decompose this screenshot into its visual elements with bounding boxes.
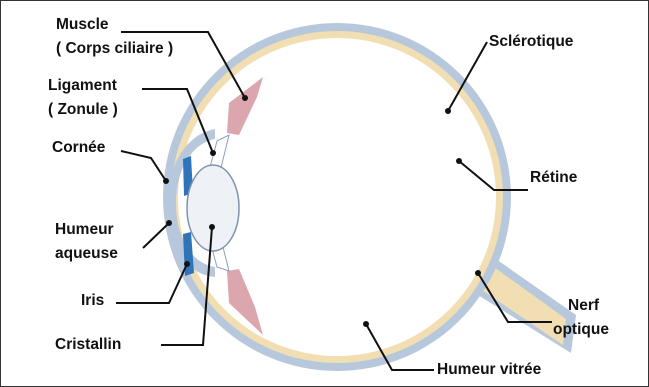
dot-optic-nerve	[475, 270, 481, 276]
label-iris: Iris	[81, 292, 104, 309]
label-retina: Rétine	[530, 169, 578, 186]
dot-cornea	[163, 178, 169, 184]
label-vitreous: Humeur vitrée	[437, 361, 542, 378]
dot-retina	[456, 158, 462, 164]
dot-lens	[209, 224, 215, 230]
label-ligament-line1: Ligament	[48, 77, 117, 94]
label-muscle-line2: ( Corps ciliaire )	[56, 40, 173, 57]
leader-cornea	[121, 151, 166, 181]
label-aqueous-line2: aqueuse	[55, 245, 118, 262]
dot-ligament	[210, 150, 216, 156]
dot-muscle	[242, 95, 248, 101]
label-cornea: Cornée	[52, 139, 106, 156]
label-optic-nerve-line2: optique	[553, 321, 609, 338]
lens	[187, 165, 239, 251]
leader-aqueous	[143, 223, 169, 248]
dot-aqueous	[166, 220, 172, 226]
label-sclera: Sclérotique	[489, 33, 574, 50]
dot-vitreous	[363, 321, 369, 327]
label-muscle-line1: Muscle	[56, 16, 109, 33]
label-optic-nerve-line1: Nerf	[568, 297, 600, 314]
label-aqueous-line1: Humeur	[55, 221, 114, 238]
dot-sclera	[445, 108, 451, 114]
dot-iris	[184, 261, 190, 267]
label-ligament-line2: ( Zonule )	[48, 101, 118, 118]
leader-iris	[116, 264, 187, 303]
label-lens: Cristallin	[55, 336, 121, 353]
